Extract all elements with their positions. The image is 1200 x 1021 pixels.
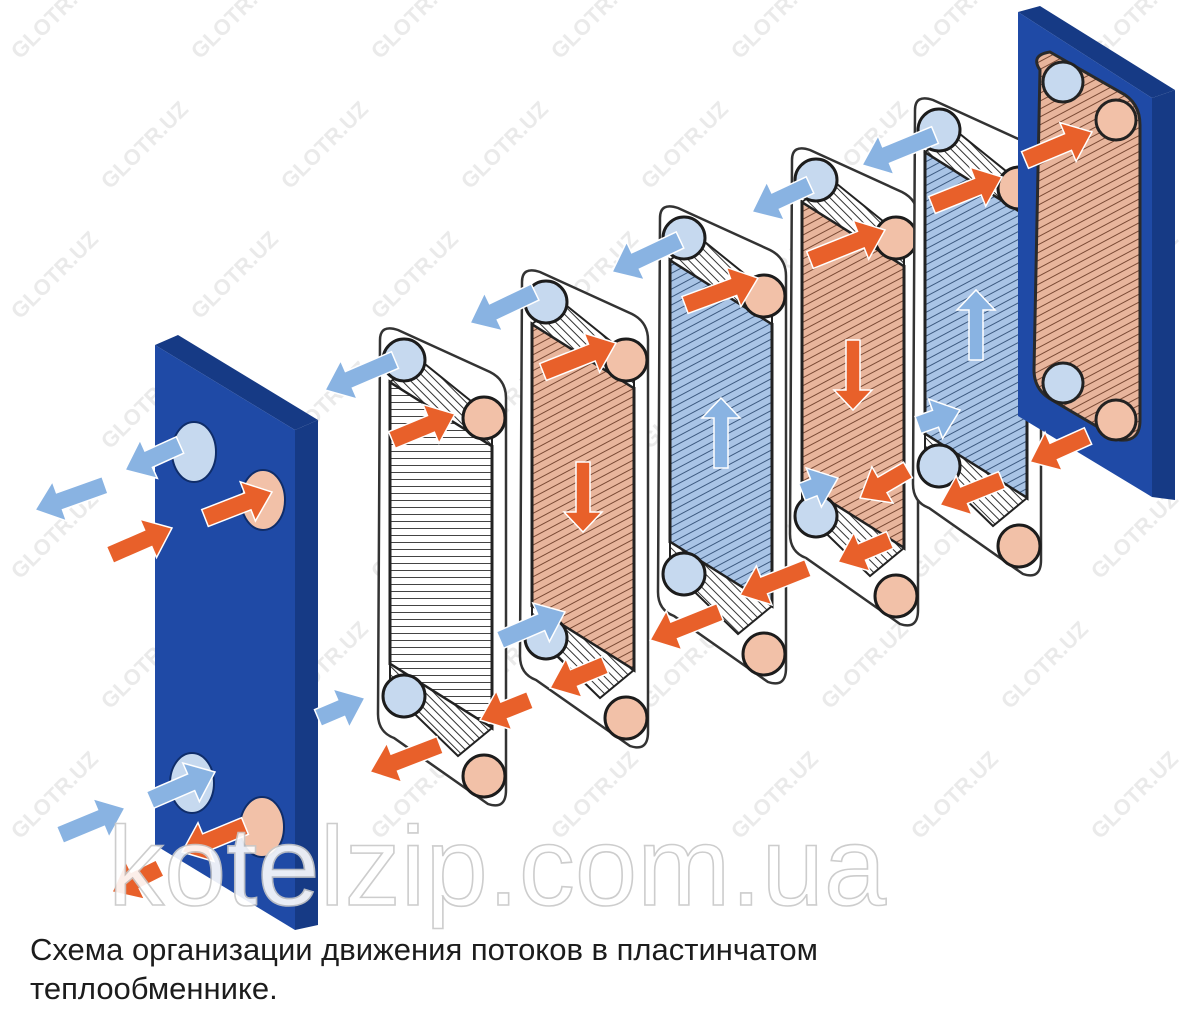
hot-out-arrow — [110, 858, 166, 901]
cold-in-arrow — [797, 466, 840, 509]
hot-out-arrow — [938, 470, 1007, 516]
cold-in-arrow — [495, 601, 567, 650]
plate-hot-2 — [518, 269, 650, 749]
plate-port-4 — [996, 523, 1042, 569]
plate-port-4 — [741, 631, 787, 677]
watermark-tile: GLOTR.UZ — [366, 0, 463, 64]
heat-exchanger-diagram: GLOTR.UZ GLOTR.UZ GLOTR.UZ GLOTR.UZ GLOTR.UZ… — [6, 0, 1183, 930]
hot-in-arrow — [105, 517, 174, 565]
figure-caption: Схема организации движения потоков в пла… — [30, 930, 1190, 1008]
cold-out-arrow — [860, 125, 940, 176]
cold-out-arrow — [323, 350, 400, 401]
plate-port-3 — [916, 443, 962, 489]
watermark-tile: GLOTR.UZ — [996, 616, 1093, 713]
hot-in-arrow — [805, 219, 887, 270]
plate-port-4 — [461, 753, 507, 799]
hot-out-arrow — [368, 735, 445, 784]
plate-flow-arrow-up — [955, 288, 997, 361]
plate-port-2 — [461, 395, 507, 441]
hot-out-arrow — [648, 602, 725, 651]
cold-in-arrow — [313, 687, 367, 730]
plate-port-4 — [603, 695, 649, 741]
caption-line-2: теплообменнике. — [30, 971, 278, 1006]
watermark-tile: GLOTR.UZ — [6, 0, 103, 64]
hot-out-arrow — [478, 689, 535, 731]
plate-port-3 — [661, 551, 707, 597]
cold-out-arrow — [123, 435, 185, 480]
hot-in-arrow — [680, 266, 760, 315]
watermark-tile: GLOTR.UZ — [906, 0, 1003, 64]
cold-out-arrow — [610, 230, 685, 281]
hot-in-arrow — [1020, 121, 1094, 170]
flow-arrows — [33, 121, 1094, 901]
watermark-tile: GLOTR.UZ — [96, 96, 193, 193]
plate-port-4 — [873, 573, 919, 619]
caption-line-1: Схема организации движения потоков в пла… — [30, 932, 818, 967]
pressure-plate — [1018, 6, 1175, 500]
hot-in-arrow — [200, 480, 274, 528]
hot-out-arrow — [180, 816, 250, 863]
watermark-main: kotelzip.com.ua — [108, 804, 887, 929]
plate-flow-arrow-up — [700, 396, 742, 469]
watermark-tile: GLOTR.UZ — [456, 96, 553, 193]
hot-in-arrow — [538, 331, 618, 382]
plate-flow-arrow-down — [562, 461, 604, 534]
watermark-tile: GLOTR.UZ — [366, 226, 463, 323]
watermark-tile: GLOTR.UZ — [726, 0, 823, 64]
plate-port-3 — [381, 673, 427, 719]
watermark-tile: GLOTR.UZ — [186, 0, 283, 64]
watermark-tile: GLOTR.UZ — [1086, 486, 1183, 583]
cold-in-arrow — [55, 797, 127, 845]
hot-out-arrow — [738, 558, 813, 607]
watermark-tile: GLOTR.UZ — [816, 616, 913, 713]
plate-cold-3 — [656, 205, 788, 685]
hot-out-arrow — [836, 530, 895, 573]
cold-in-arrow — [145, 761, 217, 810]
watermark-tile: GLOTR.UZ — [186, 226, 283, 323]
cold-out-arrow — [468, 282, 540, 332]
hot-out-arrow — [1028, 426, 1093, 472]
hot-out-arrow — [858, 461, 914, 504]
watermark-tile: GLOTR.UZ — [636, 96, 733, 193]
hot-in-arrow — [927, 166, 1004, 215]
watermark-tile: GLOTR.UZ — [6, 226, 103, 323]
watermark-tile: GLOTR.UZ — [906, 746, 1003, 843]
cold-out-arrow — [33, 475, 109, 523]
plate-flow-arrow-down — [832, 339, 874, 412]
cold-out-arrow — [750, 175, 815, 222]
plate-port-3 — [793, 493, 839, 539]
hot-out-arrow — [548, 655, 610, 699]
watermark-tile: GLOTR.UZ — [546, 0, 643, 64]
cold-in-arrow — [914, 397, 962, 441]
hot-in-arrow — [387, 403, 457, 450]
watermark-tile: GLOTR.UZ — [276, 96, 373, 193]
plate-neutral-1 — [376, 327, 508, 807]
watermark-tile: GLOTR.UZ — [1086, 746, 1183, 843]
